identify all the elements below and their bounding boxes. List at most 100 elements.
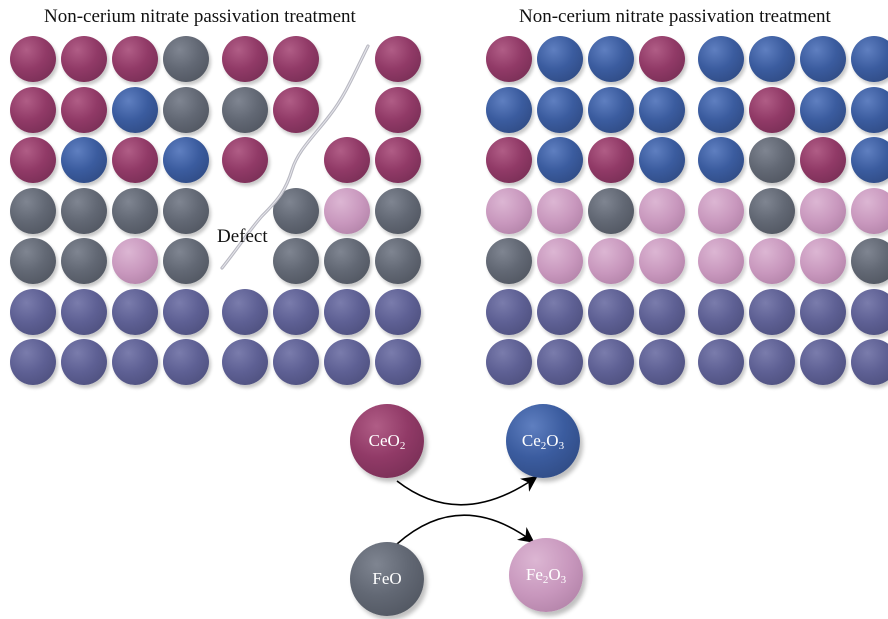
legend-feo-ball: FeO: [350, 542, 424, 616]
atom-base: [639, 288, 685, 335]
atom-base: [273, 288, 319, 335]
atom-fe2o3: [588, 238, 634, 284]
atom-ceo2: [800, 137, 846, 183]
atom-ce2o3: [749, 36, 795, 82]
atom-base: [537, 288, 583, 335]
atom-ce2o3: [639, 86, 685, 133]
atom-fe2o3: [537, 238, 583, 284]
atom-ceo2: [112, 36, 158, 82]
legend-fe2o3-ball: Fe2O3: [509, 538, 583, 612]
atom-fe2o3: [851, 187, 888, 234]
atom-fe2o3: [800, 238, 846, 284]
atom-base: [163, 288, 209, 335]
atom-feo: [375, 187, 421, 234]
atom-ceo2: [486, 36, 532, 82]
atom-base: [588, 339, 634, 385]
atom-ce2o3: [112, 86, 158, 133]
right-panel-title: Non-cerium nitrate passivation treatment: [519, 6, 831, 27]
atom-base: [10, 288, 56, 335]
atom-base: [112, 288, 158, 335]
atom-feo: [163, 238, 209, 284]
legend-fe2o3-label: Fe2O3: [525, 565, 567, 586]
atom-feo: [61, 187, 107, 234]
atom-ceo2: [61, 86, 107, 133]
atom-ce2o3: [698, 86, 744, 133]
atom-feo: [10, 238, 56, 284]
atom-ce2o3: [800, 36, 846, 82]
atom-ceo2: [324, 137, 370, 183]
atom-ceo2: [273, 86, 319, 133]
atom-ceo2: [10, 36, 56, 82]
legend-ceo2-label: CeO2: [368, 431, 406, 452]
atom-base: [324, 288, 370, 335]
atom-ceo2: [588, 137, 634, 183]
atom-fe2o3: [112, 238, 158, 284]
atom-base: [851, 339, 888, 385]
atom-feo: [749, 187, 795, 234]
atom-ce2o3: [588, 36, 634, 82]
atom-base: [800, 339, 846, 385]
atom-base: [486, 288, 532, 335]
atom-fe2o3: [698, 238, 744, 284]
atom-fe2o3: [486, 187, 532, 234]
atom-base: [61, 339, 107, 385]
atom-base: [698, 339, 744, 385]
atom-fe2o3: [800, 187, 846, 234]
atom-base: [800, 288, 846, 335]
atom-ceo2: [749, 86, 795, 133]
atom-ce2o3: [588, 86, 634, 133]
atom-ceo2: [222, 36, 268, 82]
atom-feo: [163, 187, 209, 234]
atom-base: [273, 339, 319, 385]
atom-ce2o3: [851, 36, 888, 82]
atom-feo: [486, 238, 532, 284]
atom-fe2o3: [537, 187, 583, 234]
atom-feo: [273, 238, 319, 284]
atom-fe2o3: [698, 187, 744, 234]
atom-ce2o3: [537, 36, 583, 82]
atom-fe2o3: [324, 187, 370, 234]
atom-ce2o3: [61, 137, 107, 183]
atom-feo: [163, 36, 209, 82]
atom-feo: [324, 238, 370, 284]
legend-ce2o3-ball: Ce2O3: [506, 404, 580, 478]
atom-ce2o3: [800, 86, 846, 133]
atom-fe2o3: [749, 238, 795, 284]
legend-ce2o3-label: Ce2O3: [521, 431, 565, 452]
atom-base: [851, 288, 888, 335]
atom-base: [375, 288, 421, 335]
atom-feo: [588, 187, 634, 234]
legend-feo-label: FeO: [372, 569, 402, 588]
atom-ce2o3: [163, 137, 209, 183]
atom-base: [698, 288, 744, 335]
atom-ce2o3: [698, 36, 744, 82]
atom-base: [222, 288, 268, 335]
atom-ce2o3: [698, 137, 744, 183]
atom-base: [375, 339, 421, 385]
atom-ceo2: [222, 137, 268, 183]
atom-ceo2: [61, 36, 107, 82]
atom-ceo2: [10, 86, 56, 133]
legend-ceo2-ball: CeO2: [350, 404, 424, 478]
atom-base: [749, 339, 795, 385]
atom-ce2o3: [851, 86, 888, 133]
atom-ceo2: [639, 36, 685, 82]
atom-ceo2: [375, 36, 421, 82]
atom-feo: [163, 86, 209, 133]
atom-base: [749, 288, 795, 335]
atom-ceo2: [375, 137, 421, 183]
atom-fe2o3: [639, 238, 685, 284]
atom-ce2o3: [639, 137, 685, 183]
atom-feo: [10, 187, 56, 234]
atom-base: [61, 288, 107, 335]
atom-base: [486, 339, 532, 385]
atom-base: [537, 339, 583, 385]
atom-feo: [273, 187, 319, 234]
atom-ce2o3: [537, 86, 583, 133]
atom-fe2o3: [639, 187, 685, 234]
atom-base: [222, 339, 268, 385]
atom-feo: [61, 238, 107, 284]
atom-base: [324, 339, 370, 385]
atom-feo: [851, 238, 888, 284]
